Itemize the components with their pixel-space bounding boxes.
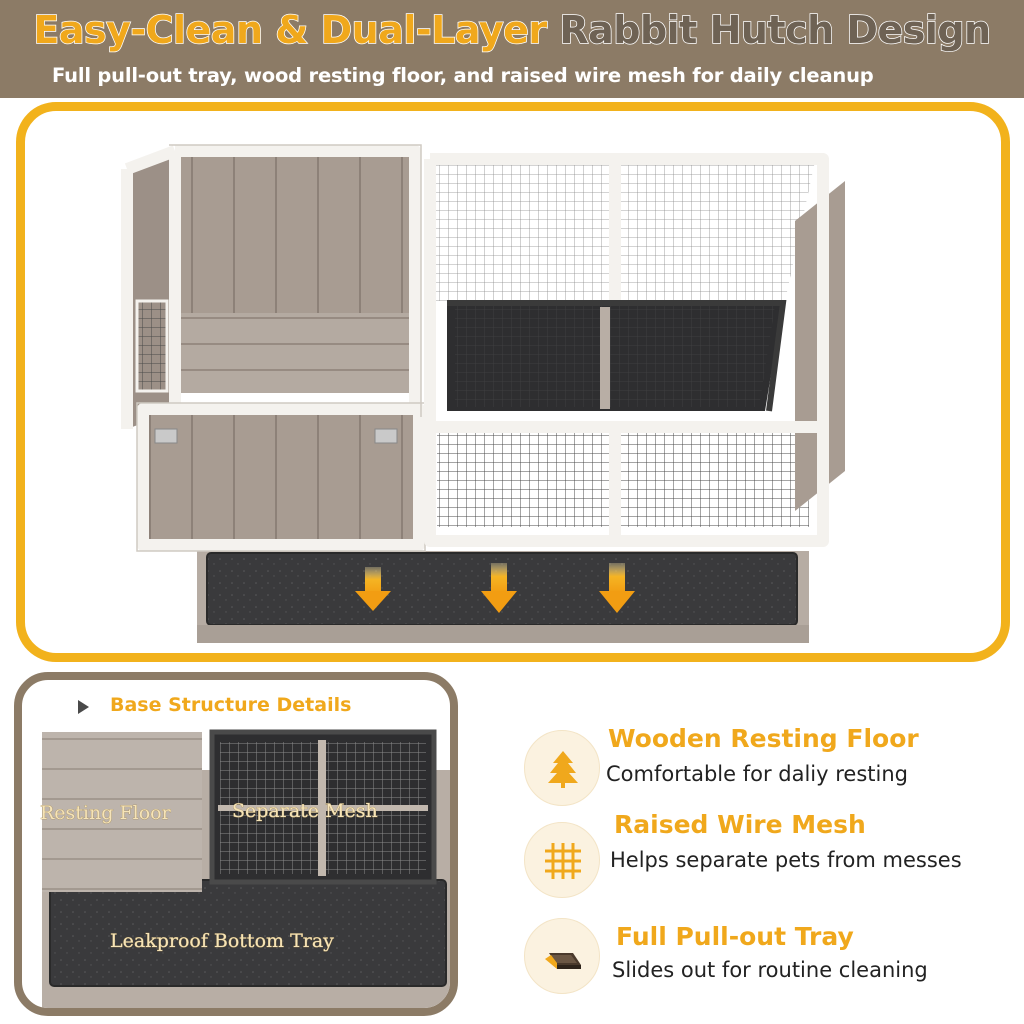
tree-icon <box>548 751 578 788</box>
feature-wire-mesh: Raised Wire Mesh Helps separate pets fro… <box>524 810 1014 900</box>
feature-title: Raised Wire Mesh <box>614 810 866 839</box>
feature-wooden-floor: Wooden Resting Floor Comfortable for dal… <box>524 724 1014 814</box>
down-arrow-icon <box>481 563 517 613</box>
tray-icon-badge <box>524 918 600 994</box>
grid-mesh-icon <box>545 843 581 879</box>
tray-icon <box>545 953 581 969</box>
header-banner: Easy-Clean & Dual-Layer Rabbit Hutch Des… <box>0 0 1024 98</box>
feature-description: Slides out for routine cleaning <box>612 958 928 982</box>
title-rest: Rabbit Hutch Design <box>559 7 992 53</box>
tree-icon-badge <box>524 730 600 806</box>
hutch-illustration <box>121 144 845 643</box>
feature-pullout-tray: Full Pull-out Tray Slides out for routin… <box>524 918 1014 1012</box>
play-triangle-icon <box>78 700 89 714</box>
feature-title: Wooden Resting Floor <box>608 724 919 753</box>
base-structure-heading: Base Structure Details <box>110 694 352 716</box>
feature-title: Full Pull-out Tray <box>616 922 854 951</box>
down-arrow-icon <box>599 563 635 613</box>
base-structure-illustration <box>42 729 450 1008</box>
grid-mesh-icon-badge <box>524 822 600 898</box>
bottom-tray-label: Leakproof Bottom Tray <box>110 930 334 953</box>
separate-mesh-label: Separate Mesh <box>232 800 378 823</box>
feature-description: Helps separate pets from messes <box>610 848 962 872</box>
hutch-overview-panel <box>16 102 1010 662</box>
down-arrow-icon <box>355 567 391 611</box>
feature-description: Comfortable for daliy resting <box>606 762 908 786</box>
page-subtitle: Full pull-out tray, wood resting floor, … <box>52 64 874 87</box>
page-title: Easy-Clean & Dual-Layer Rabbit Hutch Des… <box>0 7 1024 53</box>
title-highlight: Easy-Clean & Dual-Layer <box>33 7 548 53</box>
base-structure-panel: Base Structure Details Resting Flo <box>14 672 458 1016</box>
resting-floor-label: Resting Floor <box>40 802 171 825</box>
